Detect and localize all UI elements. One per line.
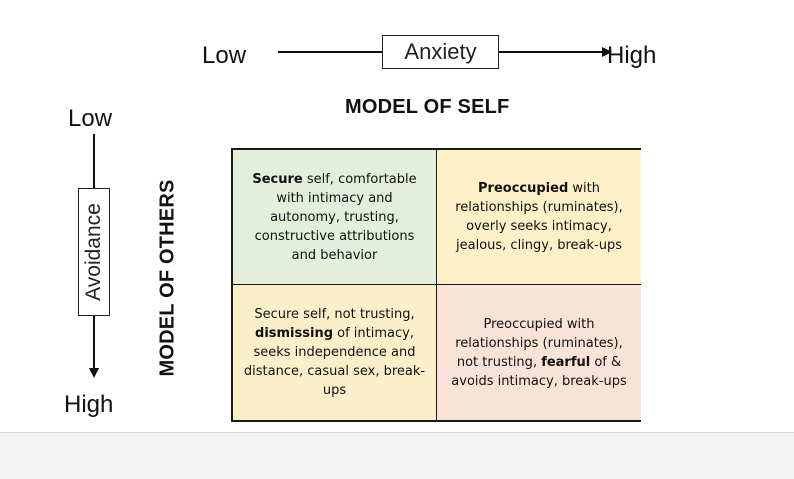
avoidance-high-label: High — [64, 391, 114, 418]
quadrant-secure-bold: Secure — [252, 171, 303, 187]
model-of-others-container: MODEL OF OTHERS — [155, 164, 181, 392]
quadrant-fearful: Preoccupied with relationships (ruminate… — [437, 285, 641, 420]
quadrant-dismissing-text: Secure self, not trusting, dismissing of… — [243, 305, 426, 400]
avoidance-axis-box: Avoidance — [78, 188, 110, 316]
quadrant-secure-rest: self, comfortable with intimacy and auto… — [254, 171, 417, 263]
avoidance-axis-label: Avoidance — [82, 203, 106, 301]
quadrant-dismissing: Secure self, not trusting, dismissing of… — [233, 285, 437, 420]
quadrant-dismissing-after: of intimacy, seeks independence and dist… — [243, 326, 426, 398]
quadrant-fearful-bold: fearful — [541, 354, 591, 370]
quadrant-preoccupied-text: Preoccupied with relationships (ruminate… — [447, 179, 631, 255]
avoidance-axis-arrow — [89, 134, 99, 378]
attachment-grid: Secure self, comfortable with intimacy a… — [231, 148, 641, 422]
quadrant-dismissing-before: Secure self, not trusting, — [254, 307, 415, 322]
quadrant-fearful-text: Preoccupied with relationships (ruminate… — [447, 315, 631, 391]
avoidance-low-label: Low — [68, 105, 113, 132]
anxiety-axis-arrow — [278, 47, 612, 57]
anxiety-high-label: High — [607, 42, 657, 69]
quadrant-fearful-after: of & avoids intimacy, break-ups — [451, 354, 627, 389]
quadrant-preoccupied: Preoccupied with relationships (ruminate… — [437, 150, 641, 285]
model-of-others-title: MODEL OF OTHERS — [156, 179, 179, 377]
quadrant-fearful-before: Preoccupied with relationships (ruminate… — [455, 316, 623, 370]
model-of-self-title: MODEL OF SELF — [345, 96, 510, 118]
quadrant-secure: Secure self, comfortable with intimacy a… — [233, 150, 437, 285]
quadrant-secure-text: Secure self, comfortable with intimacy a… — [243, 170, 426, 265]
quadrant-dismissing-bold: dismissing — [255, 326, 334, 341]
quadrant-preoccupied-rest: with relationships (ruminates), overly s… — [455, 181, 623, 253]
viewer-footer-bar — [0, 432, 794, 479]
quadrant-preoccupied-bold: Preoccupied — [478, 181, 569, 196]
anxiety-axis-label: Anxiety — [382, 35, 499, 69]
anxiety-low-label: Low — [202, 42, 247, 69]
